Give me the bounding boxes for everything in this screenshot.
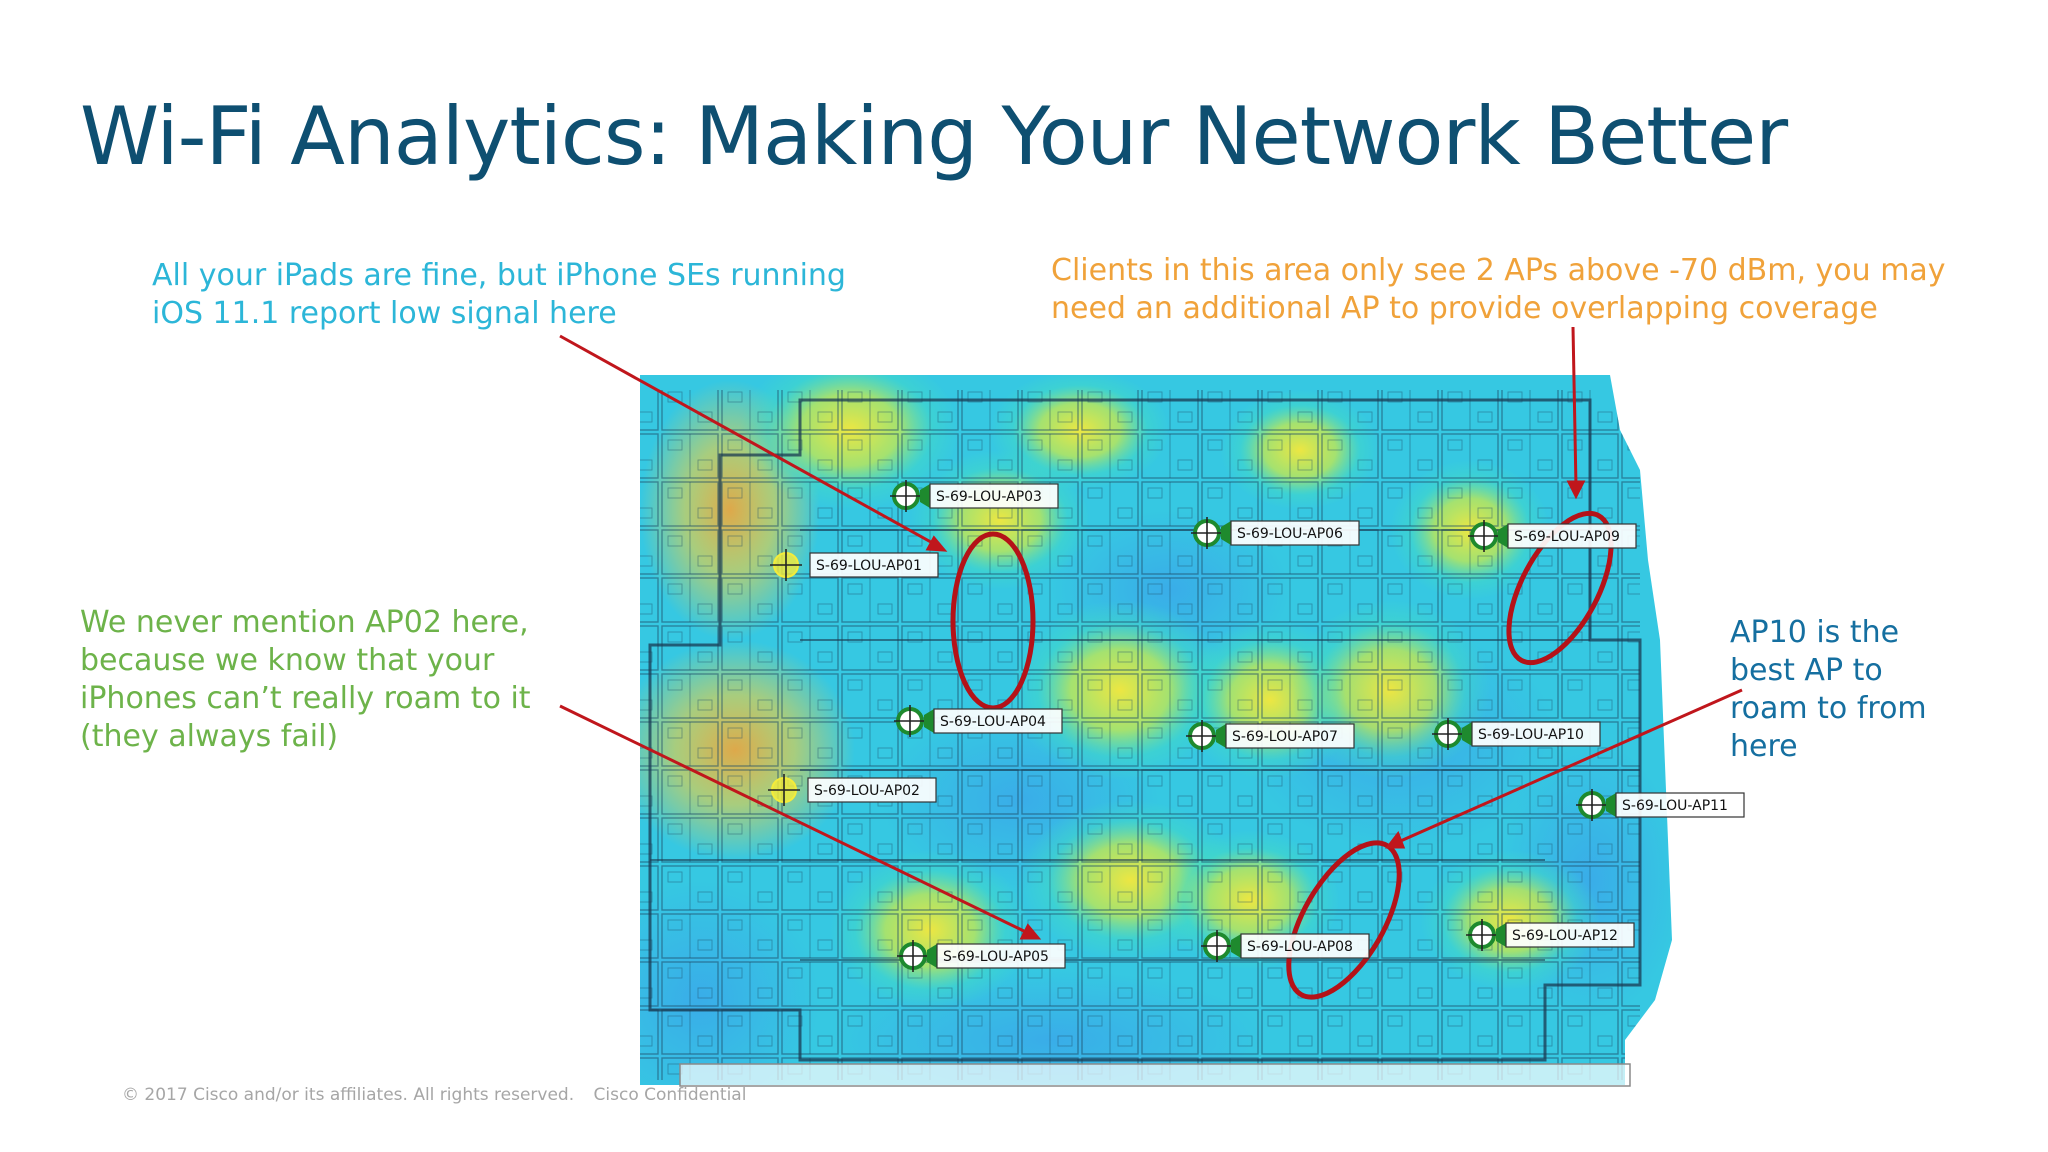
access-point-icon (1201, 930, 1233, 962)
ap-pointer-icon (1462, 722, 1472, 746)
ap-label-box (1240, 933, 1370, 959)
access-point-ap12[interactable]: S-69-LOU-AP12 (1466, 919, 1635, 951)
access-point-icon (894, 705, 926, 737)
ap-label-box (1505, 922, 1635, 948)
access-point-ap06[interactable]: S-69-LOU-AP06 (1191, 517, 1360, 549)
ap-label-box (807, 777, 937, 803)
access-point-icon (1191, 517, 1223, 549)
callout-ipad-low-signal: All your iPads are fine, but iPhone SEs … (152, 257, 846, 333)
callout-line: iOS 11.1 report low signal here (152, 296, 617, 331)
ap-label-box (809, 552, 939, 578)
ap-label-box (1615, 792, 1745, 818)
callout-line: AP10 is the (1730, 615, 1900, 650)
ap-label: S-69-LOU-AP01 (816, 558, 922, 574)
slide-footer: © 2017 Cisco and/or its affiliates. All … (122, 1085, 760, 1105)
building-outline (648, 398, 1642, 1062)
callout-ap10-best-roam: AP10 is the best AP to roam to from here (1730, 614, 1927, 766)
coverage-gap-ellipse (1506, 510, 1614, 666)
ap02-callout-arrow (559, 704, 1031, 936)
ap-pointer-icon (927, 944, 937, 968)
callout-line: All your iPads are fine, but iPhone SEs … (152, 258, 846, 293)
callout-line: best AP to (1730, 653, 1883, 688)
ap-pointer-icon (1231, 934, 1241, 958)
access-point-icon (1576, 789, 1608, 821)
ap-label-box (1471, 721, 1601, 747)
callout-line: We never mention AP02 here, (80, 605, 529, 640)
access-point-icon (1466, 919, 1498, 951)
ap-pointer-icon (1498, 524, 1508, 548)
access-point-ap03[interactable]: S-69-LOU-AP03 (890, 480, 1059, 512)
access-point-icon (1432, 718, 1464, 750)
slide-title: Wi-Fi Analytics: Making Your Network Bet… (80, 90, 1788, 183)
ap-pointer-icon (1606, 793, 1616, 817)
ap-label-box (933, 708, 1063, 734)
access-point-icon (890, 480, 922, 512)
ap-pointer-icon (1496, 923, 1506, 947)
ap-label-box (1507, 523, 1637, 549)
roam-area-ellipse (1286, 840, 1402, 1000)
ap-label: S-69-LOU-AP06 (1237, 526, 1343, 542)
ap-label-box (929, 483, 1059, 509)
ap-label: S-69-LOU-AP12 (1512, 928, 1618, 944)
access-point-ap11[interactable]: S-69-LOU-AP11 (1576, 789, 1745, 821)
ap-pointer-icon (924, 709, 934, 733)
ap-label: S-69-LOU-AP11 (1622, 798, 1728, 814)
ap-label-box (1225, 723, 1355, 749)
ap-label: S-69-LOU-AP02 (814, 783, 920, 799)
arrowhead-icon (1566, 480, 1586, 500)
access-point-ap04[interactable]: S-69-LOU-AP04 (894, 705, 1063, 737)
ap-pointer-icon (1221, 521, 1231, 545)
ipad-callout-arrow (559, 334, 939, 548)
ap-pointer-icon (920, 484, 930, 508)
ap-label: S-69-LOU-AP08 (1247, 939, 1353, 955)
ap-label: S-69-LOU-AP10 (1478, 727, 1584, 743)
ap10-callout-arrow (1395, 688, 1743, 845)
callout-line: because we know that your (80, 643, 495, 678)
ap-label: S-69-LOU-AP04 (940, 714, 1046, 730)
callout-ap02-roaming: We never mention AP02 here, because we k… (80, 604, 531, 756)
ap-label: S-69-LOU-AP09 (1514, 529, 1620, 545)
access-point-ap02[interactable]: S-69-LOU-AP02 (768, 774, 937, 806)
callout-line: iPhones can’t really roam to it (80, 681, 531, 716)
callout-line: here (1730, 729, 1798, 764)
access-point-icon (1468, 520, 1500, 552)
ap-label: S-69-LOU-AP03 (936, 489, 1042, 505)
arrowhead-icon (1384, 830, 1406, 849)
coverage-callout-arrow (1571, 326, 1578, 488)
arrowhead-icon (925, 535, 948, 552)
callout-coverage-gap: Clients in this area only see 2 APs abov… (1051, 252, 1946, 328)
ap-label: S-69-LOU-AP07 (1232, 729, 1338, 745)
access-point-ap09[interactable]: S-69-LOU-AP09 (1468, 520, 1637, 552)
footer-confidential: Cisco Confidential (593, 1085, 747, 1105)
callout-line: need an additional AP to provide overlap… (1051, 291, 1878, 326)
ap-label-box (1230, 520, 1360, 546)
ap-label-box (936, 943, 1066, 969)
callout-line: Clients in this area only see 2 APs abov… (1051, 253, 1946, 288)
access-point-ap05[interactable]: S-69-LOU-AP05 (897, 940, 1066, 972)
callout-line: roam to from (1730, 691, 1927, 726)
ap-label: S-69-LOU-AP05 (943, 949, 1049, 965)
access-point-icon (897, 940, 929, 972)
access-point-ap07[interactable]: S-69-LOU-AP07 (1186, 720, 1355, 752)
arrowhead-icon (1019, 923, 1042, 940)
access-point-ap08[interactable]: S-69-LOU-AP08 (1201, 930, 1370, 962)
access-point-ap01[interactable]: S-69-LOU-AP01 (770, 549, 939, 581)
crosshair-icon (770, 549, 802, 581)
callout-line: (they always fail) (80, 719, 339, 754)
ap-pointer-icon (1216, 724, 1226, 748)
low-signal-area-ellipse (950, 531, 1036, 711)
footer-copyright: © 2017 Cisco and/or its affiliates. All … (122, 1085, 575, 1105)
access-point-icon (1186, 720, 1218, 752)
access-point-ap10[interactable]: S-69-LOU-AP10 (1432, 718, 1601, 750)
crosshair-icon (768, 774, 800, 806)
